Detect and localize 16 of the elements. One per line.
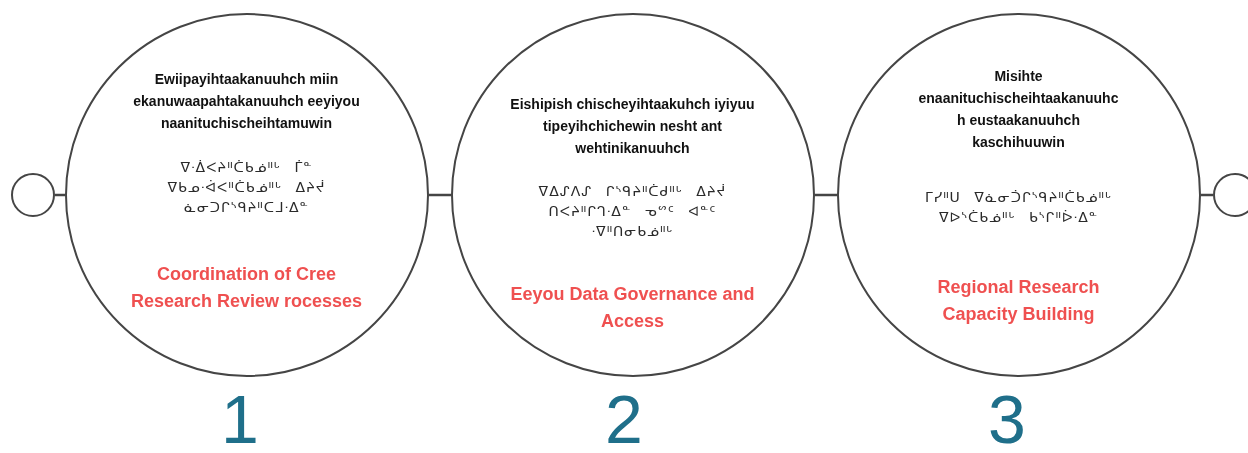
romanized-cree-text: Eishipish chischeyihtaakuhch iyiyuu tipeyihchichewin nesht ant wehtinikanuuhch <box>509 95 756 158</box>
step-number: 2 <box>605 385 643 453</box>
connector-line <box>815 193 837 197</box>
step-title: Coordination of Cree Research Review rocesses <box>129 263 364 313</box>
step-title: Eeyou Data Governance and Access <box>509 283 756 333</box>
syllabics-text: ᐁᐃᔑᐱᔑ ᒋᔅᑫᔨᐦᑖᑯᐦᒡ ᐃᔨᔫ ᑎᐸᔨᐦᒋᒉᐧᐃᓐ ᓀᔥᑦ ᐊᓐᑦ ᐧᐁᐦᑎᓂᑲᓅᐦᒡ <box>537 182 728 241</box>
syllabics-text: ᒥᓯᐦᑌ ᐁᓈᓂᑑᒋᔅᑫᔨᐦᑖᑲᓅᐦᒡ ᐁᐅᔅᑖᑲᓅᐦᒡ ᑲᔅᒋᐦᐆᐧᐃᓐ <box>924 188 1113 227</box>
step-title: Regional Research Capacity Building <box>936 276 1101 326</box>
syllabics-text: ᐁᐧᐄᐸᔨᐦᑖᑲᓅᐦᒡ ᒦᓐ ᐁᑲᓄᐧᐋᐸᐦᑖᑲᓅᐦᒡ ᐃᔨᔫ ᓈᓂᑐᒋᔅᑫᔨᐦᑕᒧᐧᐃᓐ <box>166 158 327 217</box>
connector-line <box>1201 193 1213 197</box>
romanized-cree-text: Ewiipayihtaakanuuhch miin ekanuwaapahtakanuuhch eeyiyou naanituchischeihtamuwin <box>132 70 361 133</box>
step-number: 3 <box>988 385 1026 453</box>
connector-line <box>429 193 451 197</box>
connector-line <box>55 193 65 197</box>
romanized-cree-text: Misihte enaanituchischeihtaakanuuhc h eustaakanuuhch kaschihuuwin <box>917 67 1120 152</box>
step-number: 1 <box>221 385 259 453</box>
